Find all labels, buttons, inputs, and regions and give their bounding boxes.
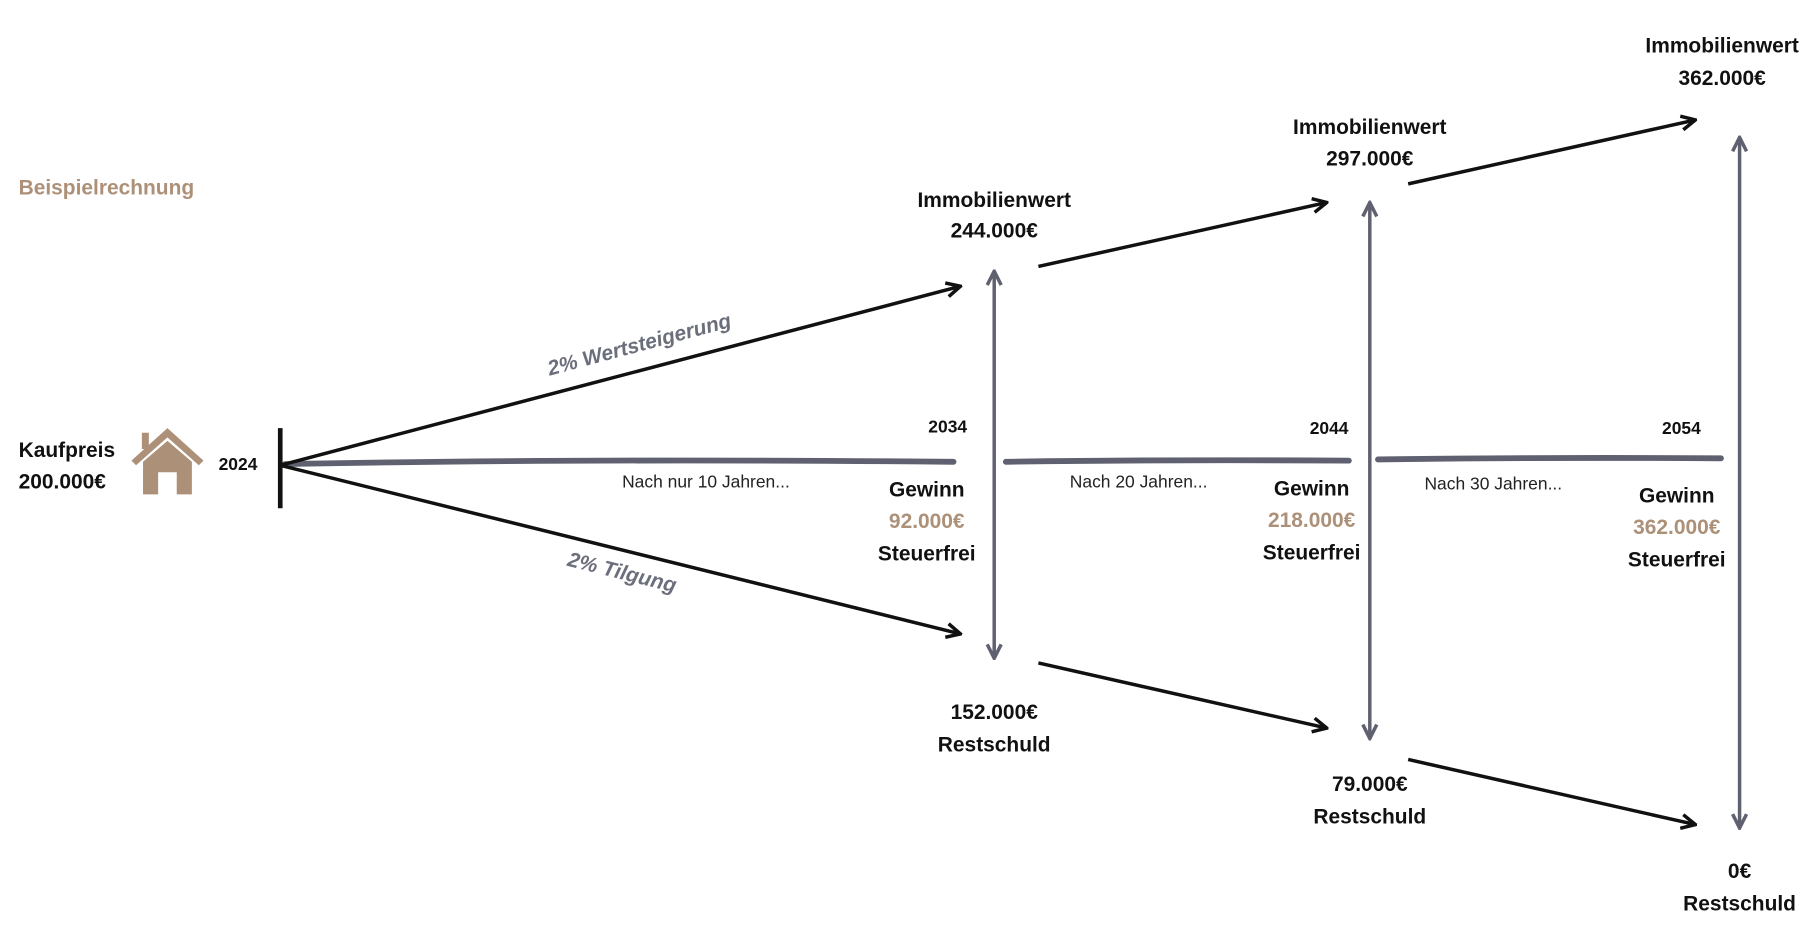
gain-value: 92.000€ <box>889 510 965 533</box>
debt-value: 0€ <box>1728 860 1752 883</box>
property-value: 244.000€ <box>951 219 1039 242</box>
period-year: 2054 <box>1662 418 1701 438</box>
debt-label: Restschuld <box>1683 893 1796 916</box>
period-caption: Nach 30 Jahren... <box>1424 474 1562 494</box>
gain-value: 218.000€ <box>1268 509 1356 532</box>
period-2054: 2054 Nach 30 Jahren... Immobilienwert 36… <box>1424 34 1798 915</box>
purchase-value: 200.000€ <box>19 471 107 494</box>
diagram-title: Beispielrechnung <box>19 176 195 199</box>
house-icon <box>131 428 204 495</box>
gain-label: Gewinn <box>1274 478 1350 501</box>
timeline-segment <box>1375 455 1724 463</box>
property-value-label: Immobilienwert <box>1293 116 1446 139</box>
value-growth-arrow <box>1407 120 1695 186</box>
repayment-label: 2% Tilgung <box>564 548 679 598</box>
period-year: 2044 <box>1310 418 1349 438</box>
tax-label: Steuerfrei <box>878 543 976 566</box>
repayment-arrow <box>1038 661 1326 728</box>
value-growth-arrow <box>1038 202 1326 269</box>
property-value: 362.000€ <box>1679 67 1767 90</box>
timeline-segment <box>281 457 957 468</box>
debt-label: Restschuld <box>938 733 1051 756</box>
period-caption: Nach 20 Jahren... <box>1070 471 1208 491</box>
period-caption: Nach nur 10 Jahren... <box>622 471 790 491</box>
repayment-arrow <box>279 463 960 634</box>
period-year: 2034 <box>928 417 967 437</box>
start-year: 2024 <box>219 454 258 474</box>
value-growth-arrow <box>279 286 960 467</box>
period-2044: 2044 Nach 20 Jahren... Immobilienwert 29… <box>1070 116 1447 829</box>
timeline-segment <box>1002 457 1352 465</box>
property-value-label: Immobilienwert <box>917 189 1070 212</box>
debt-value: 152.000€ <box>951 701 1039 724</box>
gain-label: Gewinn <box>889 479 965 502</box>
gain-value: 362.000€ <box>1633 516 1721 539</box>
debt-value: 79.000€ <box>1332 773 1408 796</box>
tax-label: Steuerfrei <box>1628 548 1726 571</box>
property-value-label: Immobilienwert <box>1645 34 1798 57</box>
property-value: 297.000€ <box>1326 147 1414 170</box>
gain-label: Gewinn <box>1639 484 1715 507</box>
period-2034: 2034 Nach nur 10 Jahren... Immobilienwer… <box>622 189 1071 756</box>
tax-label: Steuerfrei <box>1263 541 1361 564</box>
purchase-label: Kaufpreis <box>19 439 116 462</box>
debt-label: Restschuld <box>1313 805 1426 828</box>
repayment-arrow <box>1407 757 1695 824</box>
